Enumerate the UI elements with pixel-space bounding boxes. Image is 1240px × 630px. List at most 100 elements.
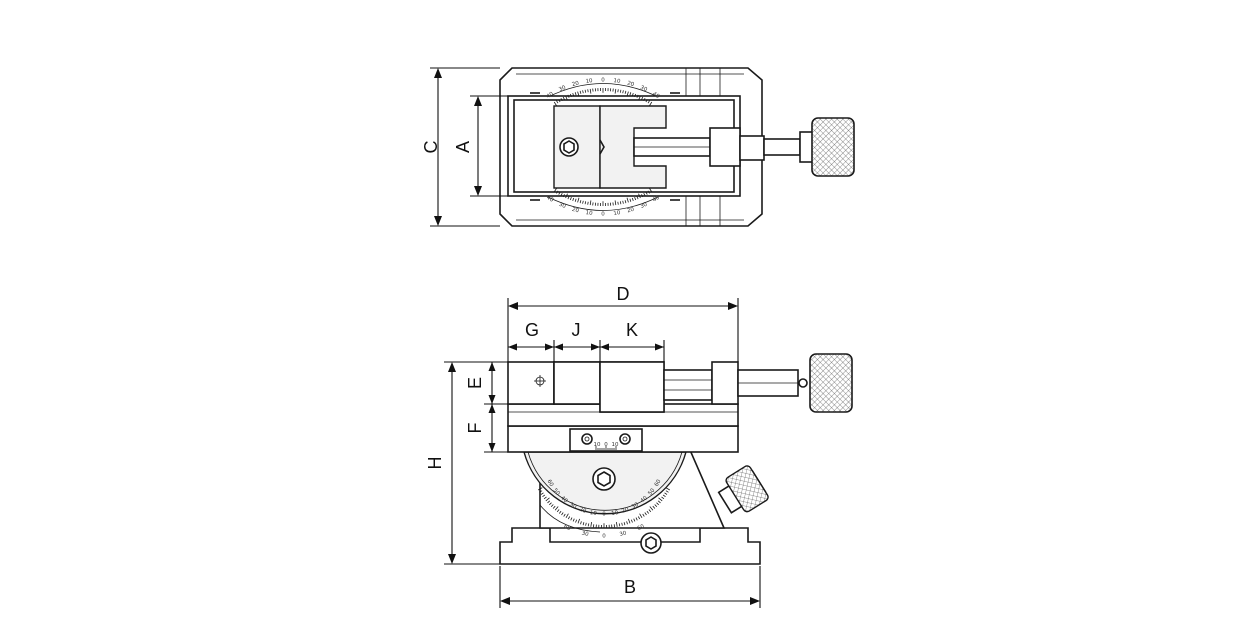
scale-tick xyxy=(585,522,587,526)
scale-tick xyxy=(584,89,587,93)
scale-tick xyxy=(623,522,626,526)
front-knurled-knob xyxy=(809,353,853,413)
scale-tick xyxy=(638,193,641,199)
scale-label: 40 xyxy=(640,495,650,504)
scale-label: 40 xyxy=(651,91,661,100)
scale-tick xyxy=(552,505,556,509)
scale-tick xyxy=(639,513,643,519)
scale-tick xyxy=(646,510,650,514)
scale-tick xyxy=(647,100,650,104)
front-side-locking-knob xyxy=(717,465,769,514)
label-c: C xyxy=(421,141,441,154)
scale-tick xyxy=(656,502,659,506)
scale-tick xyxy=(633,518,636,522)
scale-label: 10 xyxy=(611,510,619,517)
scale-label: 30 xyxy=(619,530,628,538)
scale-tick xyxy=(589,88,592,94)
scale-tick xyxy=(549,502,552,506)
scale-tick xyxy=(569,197,572,201)
scale-tick xyxy=(575,519,578,523)
scale-tick xyxy=(634,197,637,201)
scale-tick xyxy=(572,197,575,202)
label-k: K xyxy=(626,320,638,340)
scale-label: 40 xyxy=(546,91,556,100)
top-view xyxy=(499,67,855,227)
scale-tick xyxy=(628,518,631,524)
scale-tick xyxy=(636,196,639,200)
label-a: A xyxy=(453,141,473,153)
top-hex-screw xyxy=(559,137,579,157)
scale-tick xyxy=(556,190,559,194)
scale-tick xyxy=(649,506,654,511)
scale-tick xyxy=(618,523,621,527)
scale-tick xyxy=(565,513,569,519)
scale-tick xyxy=(561,512,564,516)
scale-label: 60 xyxy=(546,479,555,488)
front-base-hex-screw xyxy=(640,532,662,554)
scale-tick xyxy=(582,90,584,94)
scale-tick xyxy=(645,99,648,103)
scale-tick xyxy=(629,92,632,96)
scale-label: 10 xyxy=(585,210,593,217)
scale-tick xyxy=(545,497,550,502)
top-lower-arc xyxy=(547,196,659,211)
scale-tick xyxy=(558,191,561,195)
scale-label: 10 xyxy=(585,78,593,85)
front-plate-screw-right xyxy=(619,433,631,445)
scale-label: 30 xyxy=(568,502,577,511)
scale-tick xyxy=(550,504,554,507)
scale-tick xyxy=(648,101,653,107)
scale-tick xyxy=(562,96,565,100)
scale-tick xyxy=(642,513,645,517)
scale-tick xyxy=(617,89,619,93)
scale-tick xyxy=(565,95,568,101)
scale-tick xyxy=(582,200,584,204)
scale-tick xyxy=(648,187,653,193)
scale-tick xyxy=(553,187,558,193)
scale-tick xyxy=(579,200,582,204)
scale-tick xyxy=(543,496,547,500)
scale-tick xyxy=(635,517,638,521)
scale-tick xyxy=(661,496,665,500)
scale-label: 40 xyxy=(545,195,555,204)
front-base-foot xyxy=(499,527,761,565)
scale-tick xyxy=(587,89,589,93)
label-j: J xyxy=(572,320,581,340)
top-upper-arc xyxy=(547,83,659,98)
scale-tick xyxy=(657,500,661,504)
scale-tick xyxy=(619,201,622,205)
scale-tick xyxy=(614,88,617,94)
scale-tick xyxy=(619,89,622,93)
scale-tick xyxy=(638,95,641,101)
scale-tick xyxy=(626,91,629,97)
scale-tick xyxy=(622,200,624,204)
top-moving-jaw xyxy=(599,105,667,189)
scale-tick xyxy=(579,90,582,94)
label-d: D xyxy=(617,284,630,304)
scale-tick xyxy=(540,492,544,495)
scale-tick xyxy=(624,200,627,204)
scale-label: 0 xyxy=(602,534,606,540)
top-knurled-knob xyxy=(811,117,855,177)
scale-tick xyxy=(577,197,580,203)
scale-label: 30 xyxy=(639,201,648,210)
dimension-a xyxy=(470,95,508,197)
scale-tick xyxy=(558,510,562,514)
scale-label: 20 xyxy=(578,507,587,515)
scale-tick xyxy=(636,94,639,98)
scale-label: 50 xyxy=(647,487,656,497)
scale-tick xyxy=(629,198,632,202)
dimension-e-f xyxy=(484,361,508,453)
scale-label: 10 xyxy=(594,442,601,448)
scale-label: 20 xyxy=(626,81,635,89)
scale-label: 30 xyxy=(639,85,648,94)
scale-tick xyxy=(582,522,585,526)
scale-tick xyxy=(580,521,582,525)
dimension-b xyxy=(499,566,761,608)
dimension-g-j-k xyxy=(508,340,665,362)
scale-tick xyxy=(574,92,577,96)
scale-label: 30 xyxy=(558,85,567,94)
scale-tick xyxy=(645,191,648,195)
